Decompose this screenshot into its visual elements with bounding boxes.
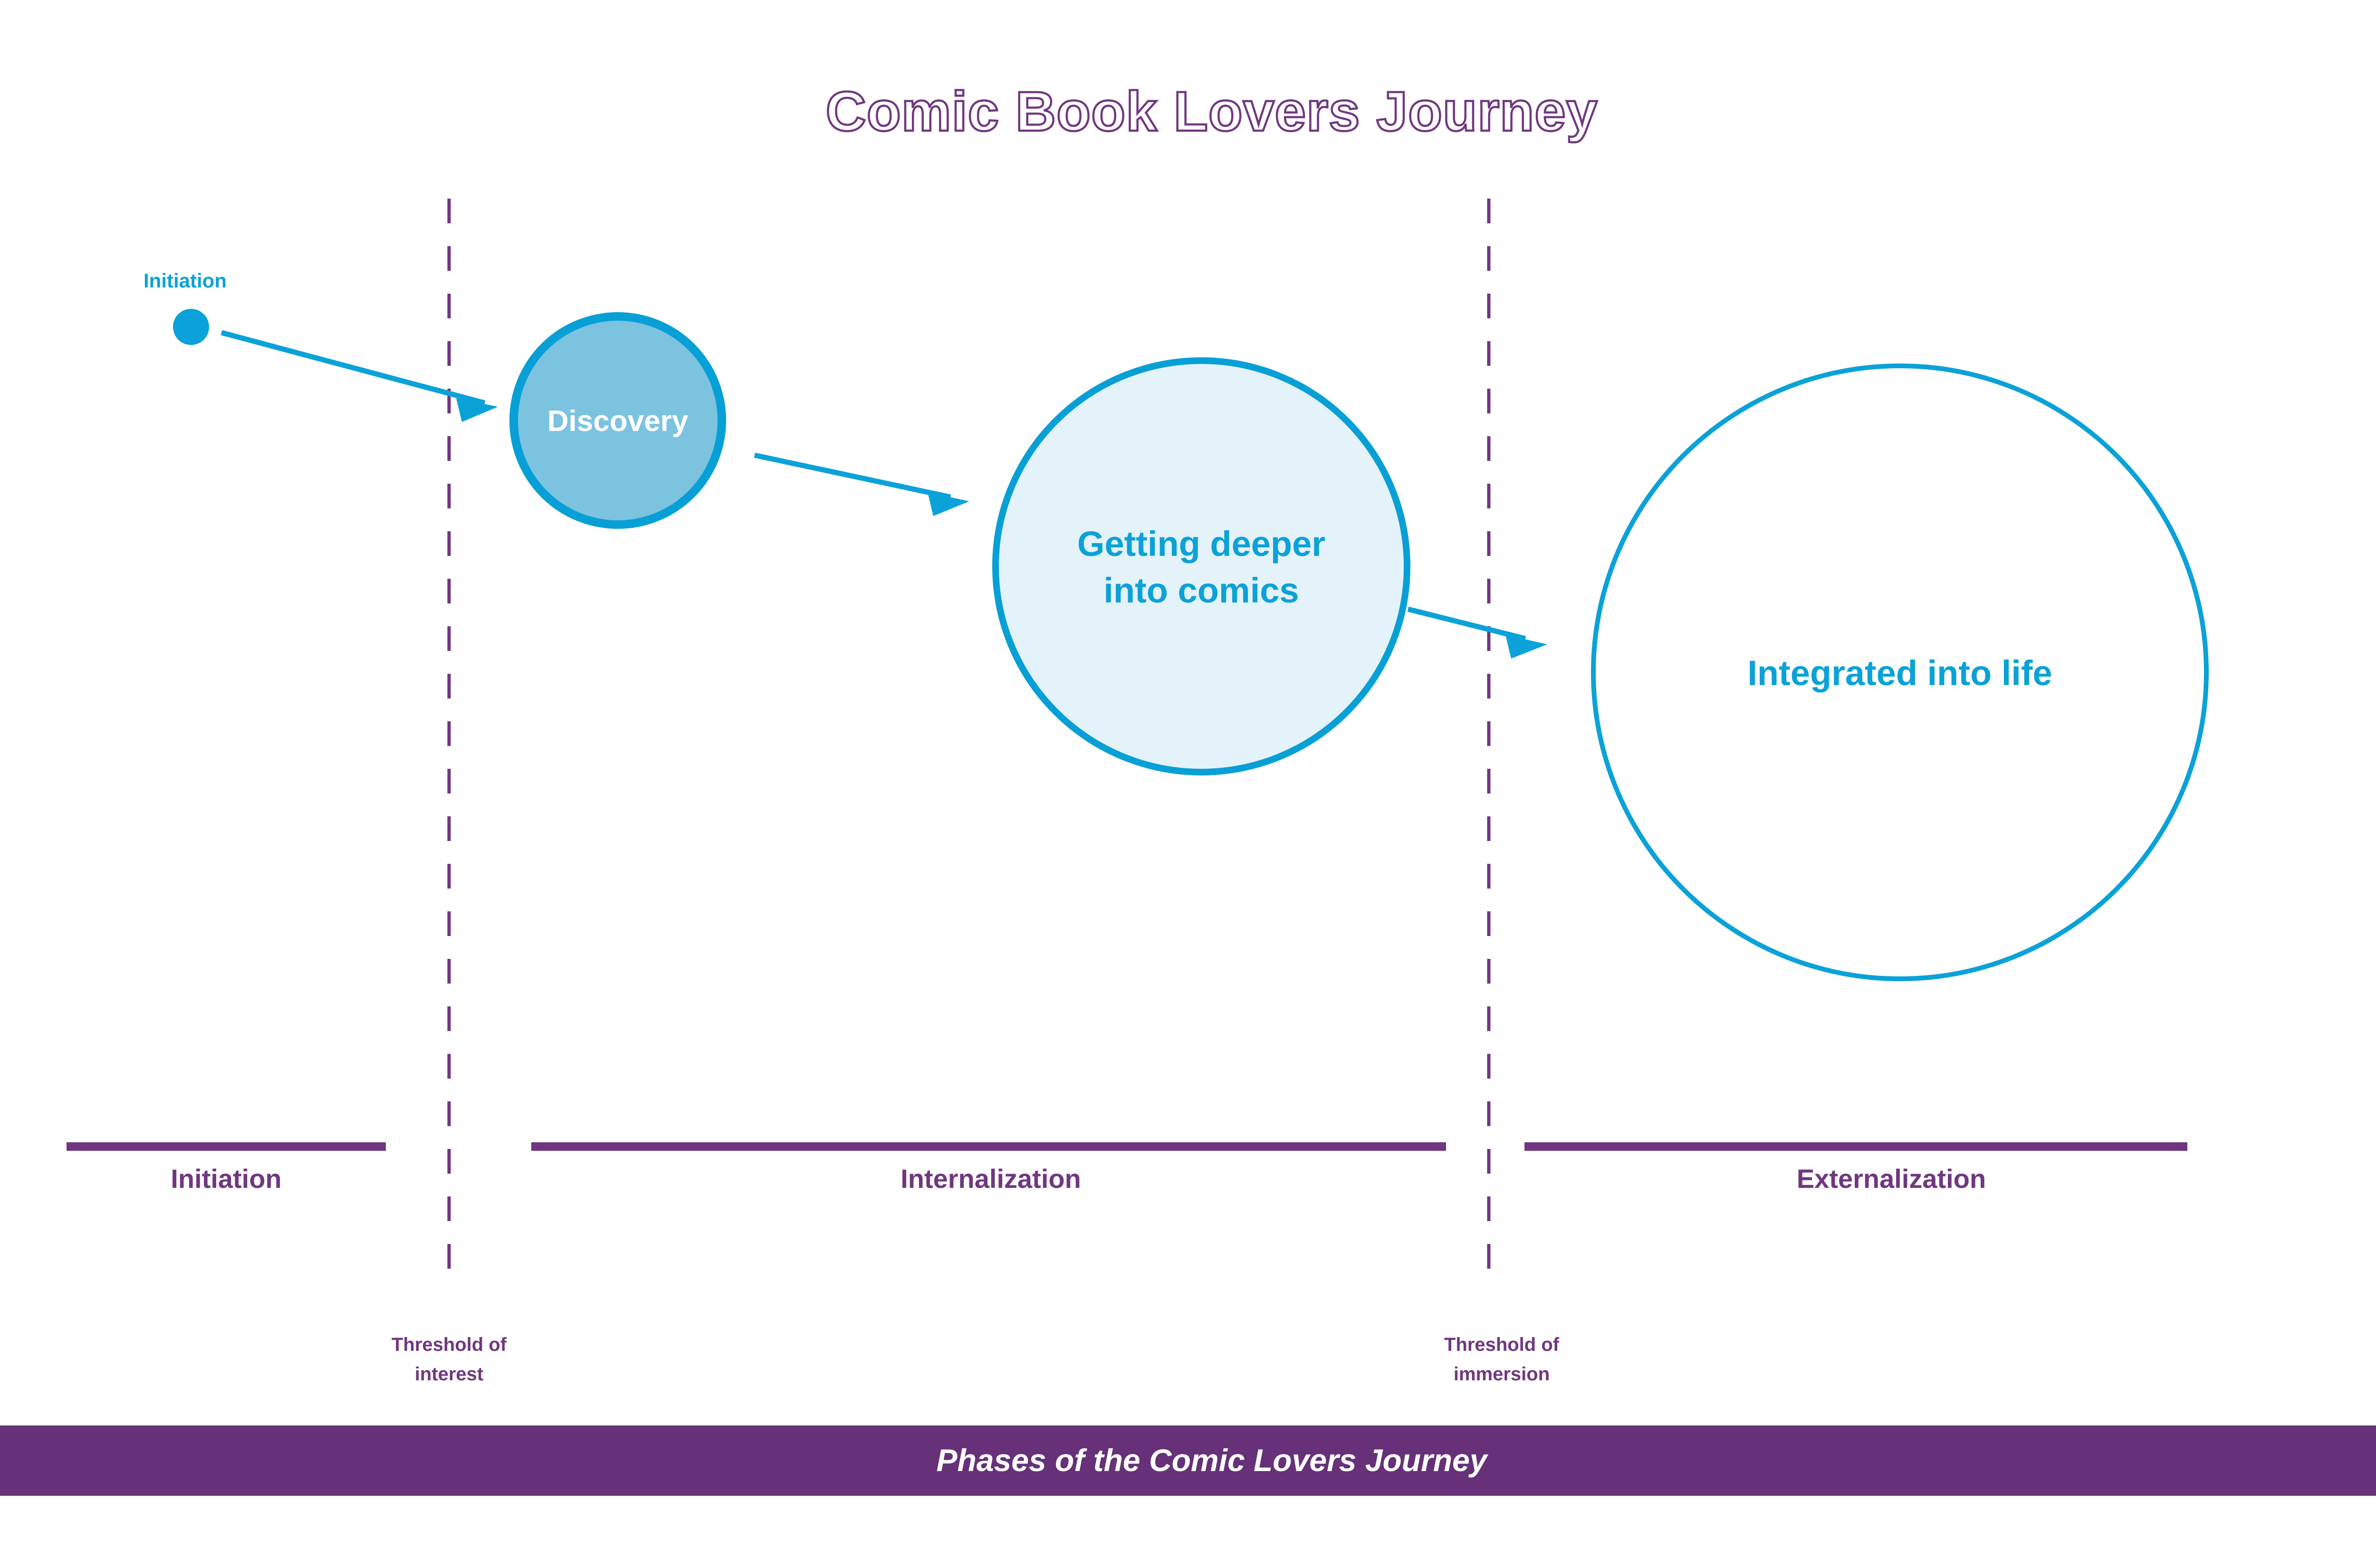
node-getting-deeper-label-line2: into comics bbox=[1103, 571, 1299, 610]
node-getting-deeper-circle[interactable] bbox=[992, 357, 1410, 775]
node-getting-deeper-label-line1: Getting deeper bbox=[1077, 524, 1325, 564]
connector-arrow-3 bbox=[1407, 606, 1547, 659]
start-marker-label: Initiation bbox=[144, 269, 227, 292]
phase-label-externalization: Externalization bbox=[1797, 1164, 1986, 1194]
threshold-label-immersion-line1: Threshold of bbox=[1444, 1334, 1560, 1355]
threshold-label-immersion: Threshold of immersion bbox=[1444, 1334, 1560, 1385]
threshold-label-interest: Threshold of interest bbox=[392, 1334, 507, 1385]
threshold-label-interest-line2: interest bbox=[415, 1364, 484, 1385]
page-title: Comic Book Lovers Journey bbox=[826, 80, 1598, 143]
node-integrated-into-life-circle[interactable] bbox=[1591, 363, 2209, 981]
node-discovery-label: Discovery bbox=[547, 405, 689, 438]
footer-bar bbox=[0, 1425, 2376, 1496]
start-dot-icon bbox=[173, 309, 209, 345]
node-discovery[interactable]: Discovery bbox=[509, 312, 726, 529]
footer-caption: Phases of the Comic Lovers Journey bbox=[936, 1443, 1488, 1478]
phase-label-initiation: Initiation bbox=[171, 1164, 281, 1194]
node-integrated-into-life-label: Integrated into life bbox=[1747, 653, 2052, 693]
connector-arrow-1 bbox=[220, 330, 498, 422]
phase-bar-internalization bbox=[531, 1142, 1446, 1151]
phase-bar-initiation bbox=[67, 1142, 386, 1151]
node-getting-deeper[interactable]: Getting deeper into comics bbox=[992, 357, 1410, 775]
connector-arrow-2 bbox=[754, 452, 969, 516]
threshold-label-immersion-line2: immersion bbox=[1454, 1364, 1550, 1385]
node-integrated-into-life[interactable]: Integrated into life bbox=[1591, 363, 2209, 981]
node-discovery-circle[interactable] bbox=[509, 312, 726, 529]
threshold-label-interest-line1: Threshold of bbox=[392, 1334, 507, 1355]
phase-label-internalization: Internalization bbox=[901, 1164, 1081, 1194]
phase-bar-externalization bbox=[1524, 1142, 2187, 1151]
